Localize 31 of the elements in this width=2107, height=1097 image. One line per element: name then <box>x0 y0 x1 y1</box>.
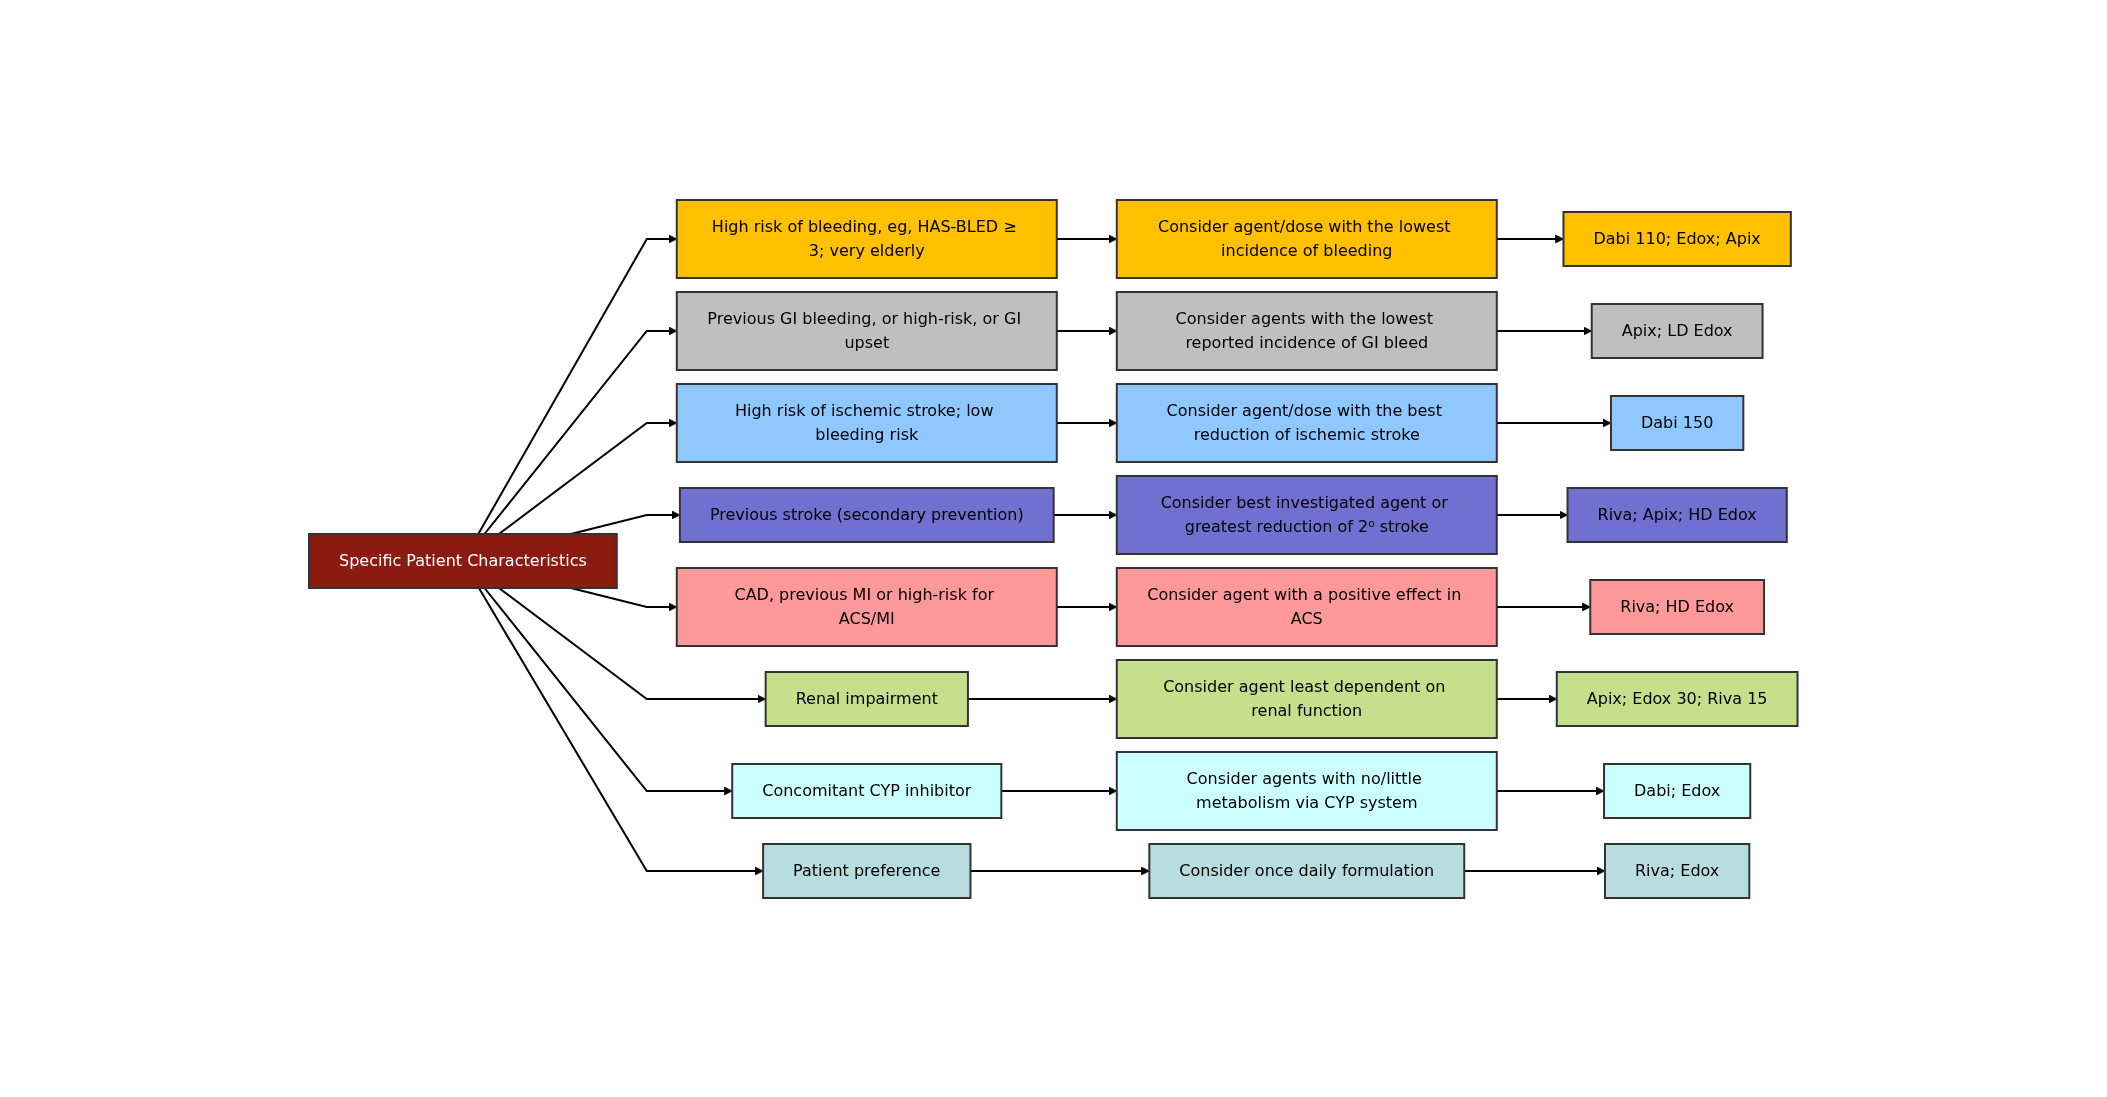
node-box: Specific Patient Characteristics <box>308 532 618 589</box>
node-box: Consider best investigated agent or greatest reduction of 2⁰ stroke <box>1116 474 1498 555</box>
node-box: Concomitant CYP inhibitor <box>731 762 1003 819</box>
arrow <box>498 418 678 535</box>
node-box: Patient preference <box>762 842 972 899</box>
node-box: Previous GI bleeding, or high-risk, or GI upset <box>676 290 1058 371</box>
node-box: Consider agents with no/little metabolism via CYP system <box>1116 750 1498 831</box>
node-box: Dabi 150 <box>1610 394 1745 451</box>
arrow <box>477 234 678 535</box>
node-box: Dabi; Edox <box>1603 762 1752 819</box>
node-box: High risk of ischemic stroke; low bleeding risk <box>676 382 1058 463</box>
node-box: Riva; HD Edox <box>1589 578 1766 635</box>
node-box: Dabi 110; Edox; Apix <box>1562 210 1793 267</box>
arrow <box>483 326 678 535</box>
node-box: Consider agent with a positive effect in ACS <box>1116 566 1498 647</box>
node-box: Riva; Edox <box>1604 842 1751 899</box>
arrow <box>478 586 764 875</box>
arrow <box>570 586 678 611</box>
node-box: High risk of bleeding, eg, HAS-BLED ≥ 3; very elderly <box>676 198 1058 279</box>
node-box: Apix; Edox 30; Riva 15 <box>1556 670 1799 727</box>
node-box: Consider agent/dose with the lowest incidence of bleeding <box>1116 198 1498 279</box>
node-box: Riva; Apix; HD Edox <box>1566 486 1788 543</box>
node-box: Renal impairment <box>764 670 970 727</box>
node-box: Consider agent least dependent on renal function <box>1116 658 1498 739</box>
node-box: Consider agent/dose with the best reduction of ischemic stroke <box>1116 382 1498 463</box>
node-box: Previous stroke (secondary prevention) <box>679 486 1055 543</box>
node-box: Apix; LD Edox <box>1590 302 1764 359</box>
node-box: Consider agents with the lowest reported incidence of GI bleed <box>1116 290 1498 371</box>
node-box: Consider once daily formulation <box>1148 842 1466 899</box>
arrow <box>483 586 733 795</box>
node-box: CAD, previous MI or high-risk for ACS/MI <box>676 566 1058 647</box>
